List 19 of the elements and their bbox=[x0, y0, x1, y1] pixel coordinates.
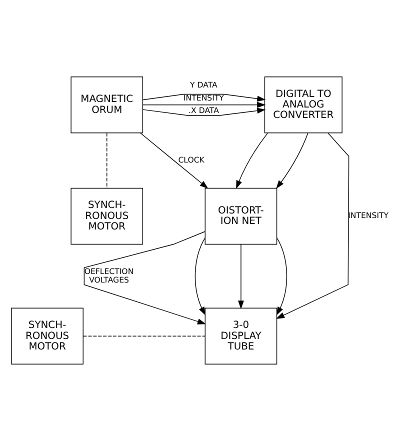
arrow bbox=[238, 244, 244, 309]
connector bbox=[106, 132, 108, 188]
arrow bbox=[142, 107, 266, 116]
arrow bbox=[276, 132, 350, 318]
arrow bbox=[84, 230, 206, 324]
arrow bbox=[194, 237, 206, 315]
node-box: 3-0 DISPLAY TUBE bbox=[204, 307, 278, 364]
arrow bbox=[142, 93, 266, 102]
arrow bbox=[142, 101, 266, 108]
node-box: SYNCH- RONOUS MOTOR bbox=[11, 307, 84, 364]
node-box: OISTORT- ION NET bbox=[204, 187, 278, 244]
arrow bbox=[236, 132, 268, 189]
node-box: SYNCH- RONOUS MOTOR bbox=[70, 187, 144, 244]
node-box: MAGNETIC ORUM bbox=[70, 76, 144, 133]
arrow bbox=[140, 132, 208, 188]
arrow bbox=[276, 237, 288, 315]
connector bbox=[82, 335, 206, 336]
node-box: DIGITAL TO ANALOG CONVERTER bbox=[264, 76, 342, 133]
arrow bbox=[276, 132, 308, 188]
